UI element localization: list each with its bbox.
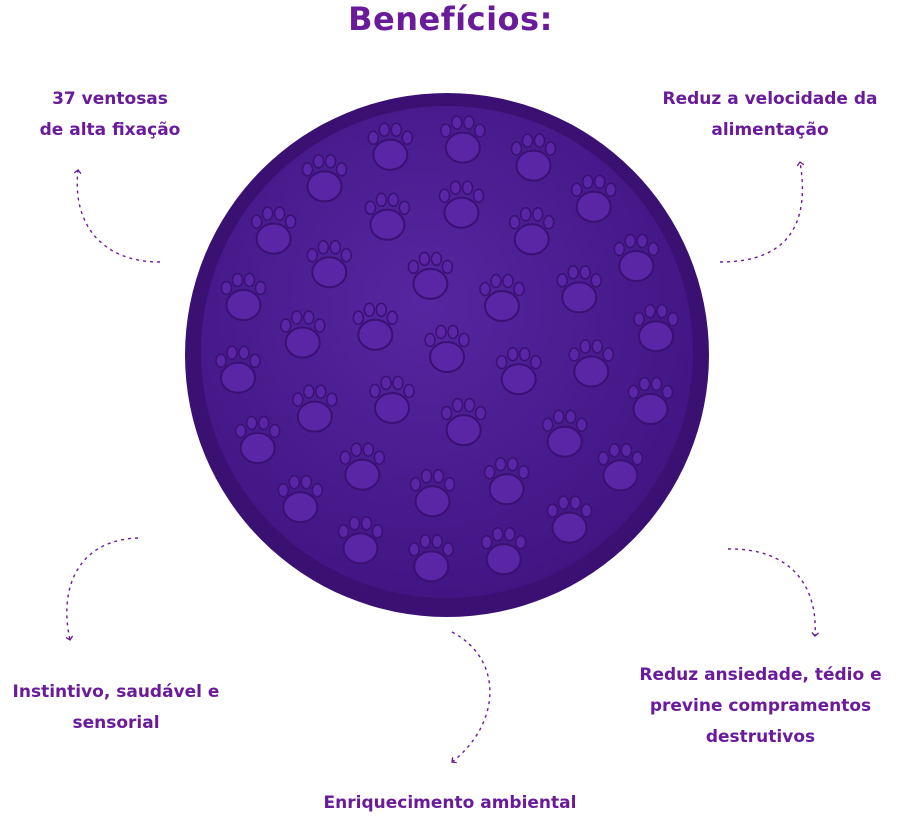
paw-icon (337, 516, 384, 565)
paw-icon (220, 272, 267, 321)
paw-icon (408, 534, 454, 583)
paw-icon (407, 251, 454, 300)
benefit-line: alimentação (711, 120, 829, 140)
benefit-line: sensorial (72, 713, 160, 733)
paw-icon (301, 154, 348, 203)
paw-icon (364, 192, 411, 241)
arrow-bottom-left (65, 537, 139, 641)
paw-icon (556, 265, 602, 314)
paw-icon (250, 206, 297, 255)
paw-icon (215, 345, 261, 394)
benefit-line: Reduz ansiedade, tédio e (639, 665, 882, 685)
paw-icon (568, 339, 615, 388)
paw-icon (479, 273, 525, 322)
paw-icon (409, 469, 456, 518)
paw-icon (597, 443, 644, 492)
paw-icon (627, 376, 674, 425)
benefit-line: de alta fixação (39, 120, 181, 140)
paw-icon (424, 324, 470, 373)
benefit-enrichment: Enriquecimento ambiental (280, 788, 620, 819)
paw-icon (480, 526, 527, 576)
paw-icon (234, 415, 281, 464)
benefit-slow-feeding: Reduz a velocidade da alimentação (640, 84, 900, 146)
arrow-top-right (719, 161, 805, 263)
benefit-line: Reduz a velocidade da (662, 89, 878, 109)
paw-icon (510, 133, 557, 182)
paw-icon (279, 310, 326, 359)
benefit-line: previne compramentos (649, 696, 872, 716)
benefit-instinctive: Instintivo, saudável e sensorial (0, 677, 232, 739)
paw-icon (277, 474, 324, 524)
benefit-anxiety: Reduz ansiedade, tédio e previne compram… (620, 660, 901, 753)
paw-icon (292, 384, 338, 433)
paw-icon (570, 174, 617, 223)
paw-icon (440, 115, 486, 164)
paw-icon (339, 442, 386, 491)
paw-icon (369, 375, 415, 424)
page-title: Benefícios: (348, 0, 553, 38)
benefit-suction-cups: 37 ventosas de alta fixação (20, 84, 200, 146)
paw-icon (306, 240, 353, 289)
paw-icon (495, 346, 542, 396)
benefit-line: destrutivos (705, 727, 816, 747)
paw-group (215, 115, 679, 583)
paw-icon (541, 409, 588, 458)
paw-icon (508, 207, 555, 256)
paw-icon (613, 233, 660, 282)
paw-icon (633, 303, 679, 353)
paw-icon (438, 180, 485, 229)
paw-icon (546, 495, 593, 544)
benefit-line: Instintivo, saudável e (12, 682, 220, 702)
benefit-line: 37 ventosas (52, 89, 168, 109)
paw-icon (352, 302, 399, 351)
paw-icon (440, 397, 487, 447)
paw-icon (367, 122, 414, 171)
benefit-line: Enriquecimento ambiental (323, 793, 577, 813)
paw-icon (483, 456, 530, 506)
